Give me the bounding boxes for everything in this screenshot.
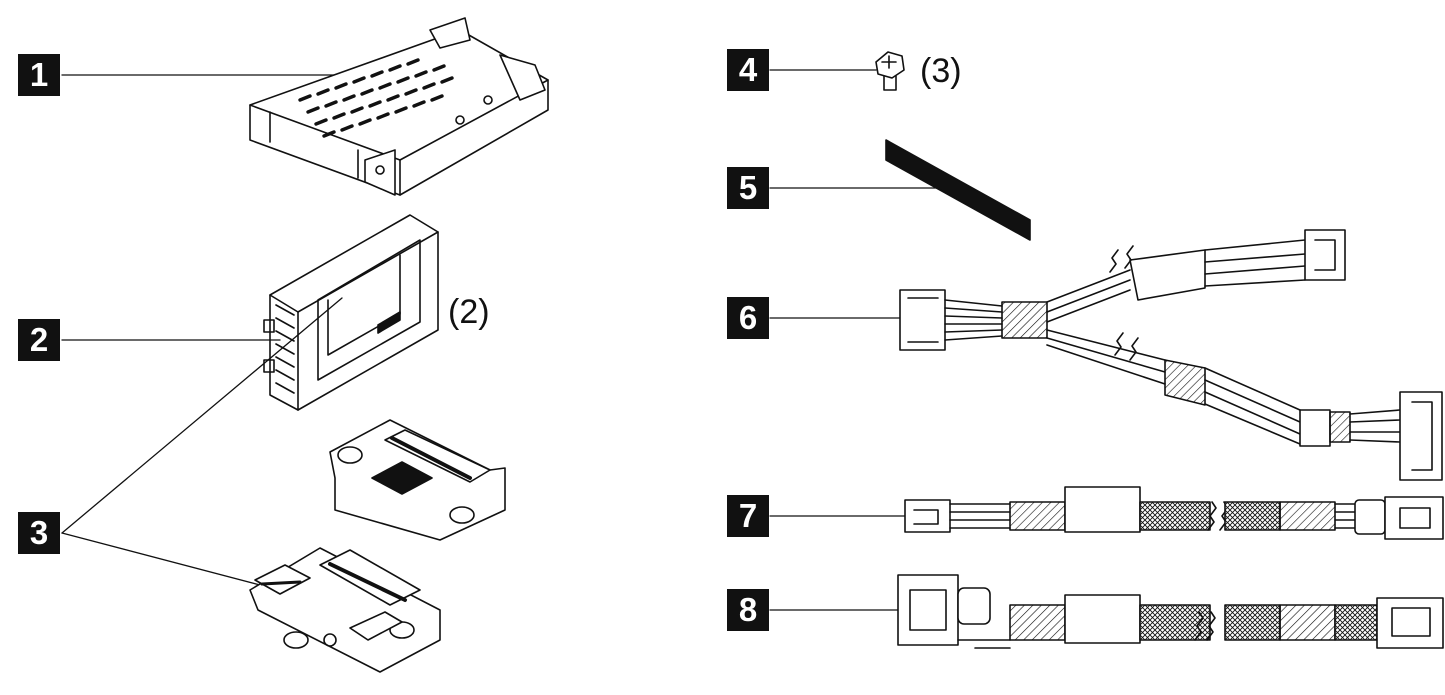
drive-cage-part xyxy=(61,17,549,196)
power-cable-part xyxy=(769,229,1443,481)
signal-cable-7-part xyxy=(769,486,1444,540)
callout-8: 8 xyxy=(727,589,769,631)
callout-1: 1 xyxy=(18,54,60,96)
callout-6: 6 xyxy=(727,297,769,339)
signal-cable-8-part xyxy=(769,574,1444,649)
quantity-label-drive-fillers: (2) xyxy=(448,293,490,331)
callout-4: 4 xyxy=(727,49,769,91)
callout-5: 5 xyxy=(727,167,769,209)
callout-3: 3 xyxy=(18,512,60,554)
screw-part xyxy=(769,51,905,91)
quantity-label-screws: (3) xyxy=(920,52,962,90)
strip-part xyxy=(769,139,1031,241)
callout-2: 2 xyxy=(18,319,60,361)
callout-7: 7 xyxy=(727,495,769,537)
backplane-boards-part xyxy=(61,297,506,673)
drive-filler-part xyxy=(61,214,439,411)
